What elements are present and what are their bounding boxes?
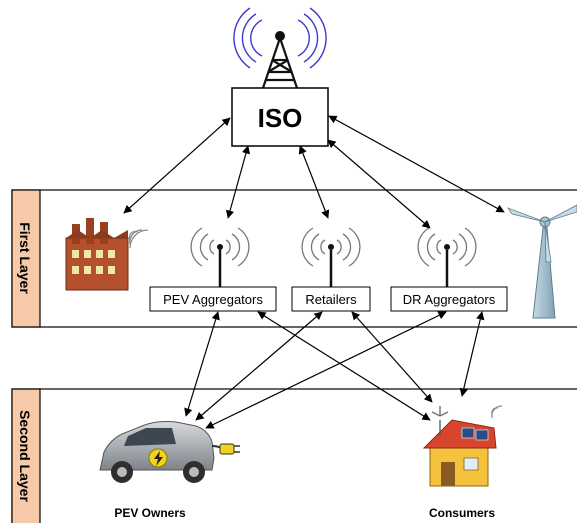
retailers-label: Retailers <box>305 292 357 307</box>
arrow-iso-retailers <box>298 145 330 219</box>
pev-owners-label: PEV Owners <box>114 506 186 520</box>
arrow-dr-aggregators-pev-owners <box>205 311 447 429</box>
electric-car-icon <box>99 421 240 483</box>
second-layer-tab <box>11 388 41 523</box>
second-layer-label: Second Layer <box>17 410 33 502</box>
house-icon <box>422 405 503 487</box>
arrow-iso-factory <box>123 117 231 214</box>
second-layer-panel: Second Layer <box>11 388 577 523</box>
dr-aggregators-node: DR Aggregators <box>390 286 508 312</box>
arrow-iso-pev-aggregators <box>225 145 251 219</box>
pev-aggregators-label: PEV Aggregators <box>163 292 263 307</box>
factory-icon <box>65 218 149 291</box>
first-layer-panel: First Layer <box>11 189 577 328</box>
first-layer-tab <box>11 189 41 328</box>
wind-turbine-icon <box>506 204 577 319</box>
iso-label: ISO <box>258 103 303 133</box>
retailers-node: Retailers <box>291 286 371 312</box>
arrow-iso-dr-aggregators <box>327 139 431 229</box>
pev-aggregators-node: PEV Aggregators <box>149 286 277 312</box>
arrow-retailers-pev-owners <box>195 311 323 421</box>
consumers-label: Consumers <box>429 506 495 520</box>
antenna-icon <box>190 227 250 290</box>
arrow-iso-wind-turbine <box>328 115 505 213</box>
arrow-dr-aggregators-consumers <box>459 311 485 397</box>
antenna-icon <box>417 227 477 290</box>
arrow-pev-aggregators-consumers <box>257 311 431 421</box>
arrow-pev-aggregators-pev-owners <box>184 311 220 417</box>
antenna-icon <box>301 227 361 290</box>
iso-node: ISO <box>231 87 329 147</box>
first-layer-label: First Layer <box>17 222 33 294</box>
radio-tower-icon <box>233 7 327 89</box>
dr-aggregators-label: DR Aggregators <box>403 292 496 307</box>
